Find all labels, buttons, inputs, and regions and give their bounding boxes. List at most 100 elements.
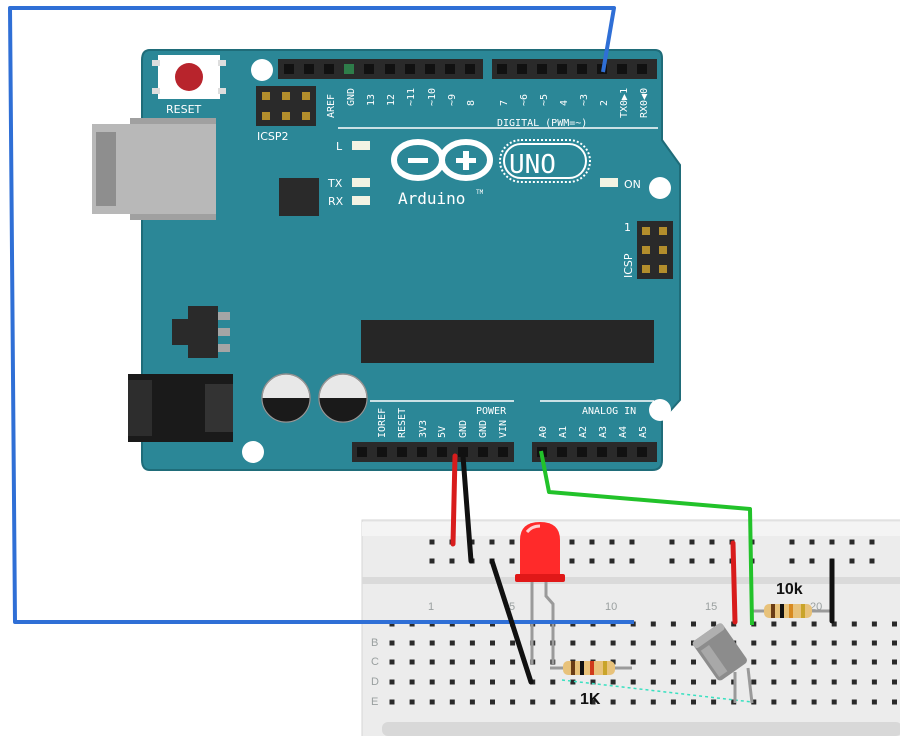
breadboard-hole[interactable] [610,659,616,665]
breadboard-hole[interactable] [490,659,495,665]
breadboard-hole[interactable] [449,699,455,705]
header-pin[interactable] [324,64,334,74]
breadboard-hole[interactable] [469,659,475,665]
breadboard-hole[interactable] [811,699,817,705]
breadboard-hole[interactable] [510,699,516,705]
breadboard-hole[interactable] [429,659,435,665]
breadboard-hole[interactable] [869,539,875,545]
breadboard-hole[interactable] [670,699,676,705]
breadboard-hole[interactable] [871,659,877,665]
breadboard-hole[interactable] [510,640,516,646]
breadboard-hole[interactable] [509,558,515,564]
breadboard-hole[interactable] [389,679,395,685]
header-pin[interactable] [304,64,314,74]
breadboard-hole[interactable] [831,640,837,646]
breadboard-hole[interactable] [589,539,595,545]
breadboard-hole[interactable] [429,699,435,705]
breadboard-hole[interactable] [892,659,897,665]
breadboard-hole[interactable] [849,558,855,564]
breadboard-hole[interactable] [490,679,495,685]
header-pin[interactable] [364,64,374,74]
breadboard-hole[interactable] [831,699,837,705]
breadboard-hole[interactable] [409,640,415,646]
breadboard-hole[interactable] [791,659,797,665]
breadboard-hole[interactable] [689,539,695,545]
breadboard-hole[interactable] [691,699,696,705]
header-pin[interactable] [405,64,415,74]
breadboard-hole[interactable] [871,699,877,705]
header-pin[interactable] [498,447,508,457]
breadboard-hole[interactable] [509,539,515,545]
breadboard-hole[interactable] [490,699,495,705]
header-pin[interactable] [497,64,507,74]
breadboard-hole[interactable] [409,659,415,665]
header-pin[interactable] [284,64,294,74]
breadboard-hole[interactable] [851,679,857,685]
breadboard-hole[interactable] [490,640,495,646]
breadboard-hole[interactable] [589,558,595,564]
header-pin[interactable] [557,64,567,74]
breadboard-hole[interactable] [711,699,717,705]
breadboard-hole[interactable] [892,621,897,627]
breadboard-hole[interactable] [650,679,656,685]
breadboard-hole[interactable] [689,558,695,564]
breadboard-hole[interactable] [871,679,877,685]
breadboard-hole[interactable] [429,539,435,545]
breadboard-hole[interactable] [892,640,897,646]
breadboard-hole[interactable] [771,659,777,665]
breadboard-hole[interactable] [469,699,475,705]
breadboard-hole[interactable] [629,558,635,564]
header-pin[interactable] [637,64,647,74]
breadboard-hole[interactable] [609,558,615,564]
breadboard-hole[interactable] [629,539,635,545]
breadboard-hole[interactable] [569,558,575,564]
header-pin[interactable] [617,64,627,74]
breadboard-hole[interactable] [650,640,656,646]
breadboard-hole[interactable] [510,659,516,665]
breadboard-hole[interactable] [650,659,656,665]
breadboard-hole[interactable] [791,699,797,705]
breadboard-hole[interactable] [670,640,676,646]
breadboard-hole[interactable] [831,659,837,665]
breadboard-hole[interactable] [771,640,777,646]
breadboard-hole[interactable] [469,640,475,646]
breadboard-hole[interactable] [771,679,777,685]
breadboard-hole[interactable] [831,679,837,685]
breadboard-hole[interactable] [849,539,855,545]
header-pin[interactable] [517,64,527,74]
breadboard-hole[interactable] [449,679,455,685]
breadboard-hole[interactable] [630,679,636,685]
breadboard-hole[interactable] [709,558,715,564]
header-pin[interactable] [577,64,587,74]
breadboard-hole[interactable] [711,621,717,627]
breadboard-hole[interactable] [550,679,556,685]
breadboard-hole[interactable] [570,699,576,705]
breadboard-hole[interactable] [590,699,596,705]
header-pin[interactable] [357,447,367,457]
breadboard-hole[interactable] [409,699,415,705]
header-pin[interactable] [577,447,587,457]
breadboard-hole[interactable] [691,621,696,627]
breadboard-hole[interactable] [429,558,435,564]
breadboard-hole[interactable] [650,699,656,705]
header-pin[interactable] [344,64,354,74]
breadboard-hole[interactable] [569,539,575,545]
breadboard-hole[interactable] [691,679,696,685]
breadboard-hole[interactable] [610,699,616,705]
reset-button[interactable] [152,55,226,99]
breadboard-hole[interactable] [851,640,857,646]
breadboard-hole[interactable] [449,640,455,646]
breadboard-hole[interactable] [811,640,817,646]
breadboard-hole[interactable] [751,659,757,665]
breadboard-hole[interactable] [670,621,676,627]
breadboard-hole[interactable] [550,699,556,705]
breadboard-hole[interactable] [670,679,676,685]
breadboard-hole[interactable] [751,699,757,705]
breadboard-hole[interactable] [751,679,757,685]
header-pin[interactable] [397,447,407,457]
breadboard-hole[interactable] [831,621,837,627]
breadboard-hole[interactable] [809,558,815,564]
breadboard-hole[interactable] [789,539,795,545]
breadboard-hole[interactable] [389,699,395,705]
breadboard-hole[interactable] [489,539,495,545]
